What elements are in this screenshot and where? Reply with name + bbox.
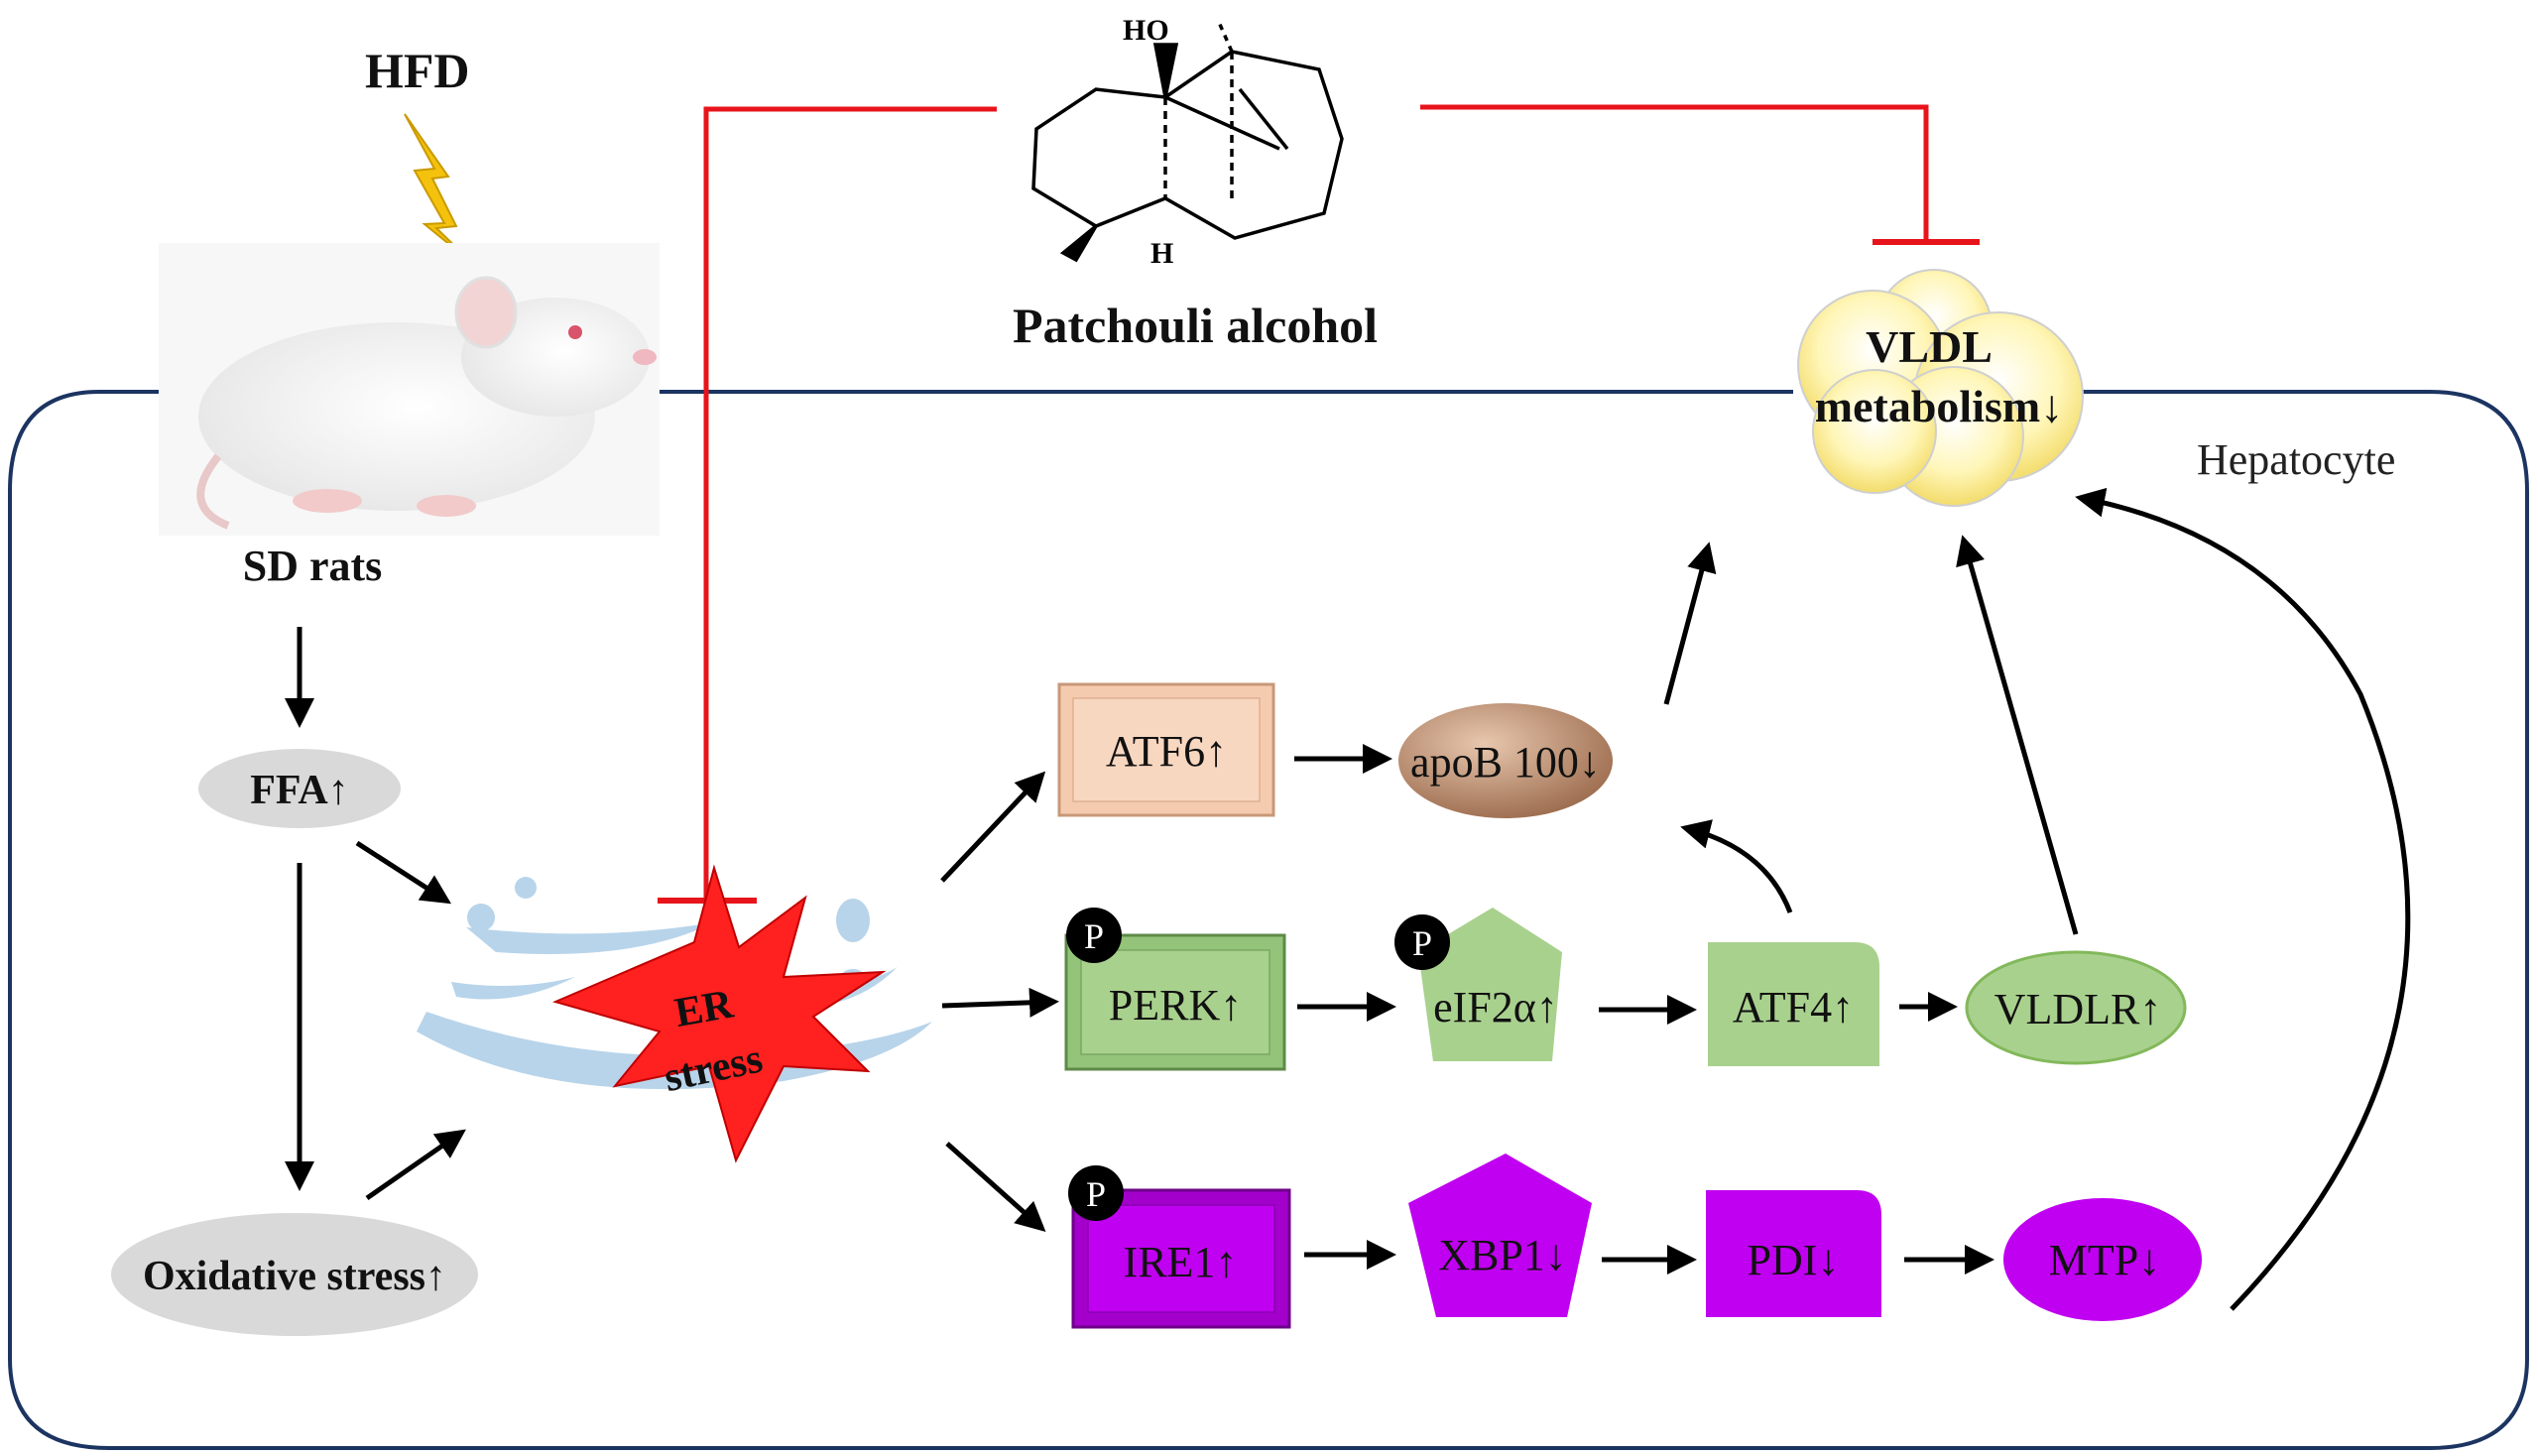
arrow-apob-to-vldl [1663, 542, 1717, 705]
oxidative-stress-node [111, 1213, 478, 1336]
pdi-label: PDI↓ [1748, 1236, 1840, 1284]
arrow-atf4-to-apob [1680, 819, 1793, 913]
mtp-node [2003, 1198, 2202, 1321]
ffa-label: FFA↑ [250, 768, 349, 813]
arrow-er-to-perk [941, 987, 1059, 1018]
pathway-arrows [285, 487, 2411, 1311]
er-stress-label-line1: ER [671, 981, 737, 1036]
hepatocyte-membrane [8, 390, 2529, 1450]
compound-ho-label: HO [1123, 14, 1169, 47]
inhibit-line-er [703, 106, 997, 901]
apob-label: apoB 100↓ [1410, 738, 1601, 787]
xbp1-label: XBP1↓ [1438, 1231, 1567, 1279]
arrow-er-to-atf6 [940, 771, 1046, 883]
compound-h-label: H [1150, 237, 1173, 270]
ire1-phospho-badge [1068, 1165, 1124, 1221]
ffa-node [198, 749, 401, 828]
pdi-node [1706, 1190, 1881, 1317]
er-stress-star [552, 864, 887, 1163]
mtp-label: MTP↓ [2049, 1236, 2160, 1284]
xbp1-node [1408, 1153, 1592, 1317]
apob-node [1398, 703, 1613, 818]
arrow-vldlr-to-vldl [1956, 535, 2079, 935]
vldlr-label: VLDLR↑ [1994, 985, 2162, 1033]
atf4-label: ATF4↑ [1733, 983, 1854, 1031]
arrow-er-to-ire1 [945, 1142, 1046, 1233]
eif2a-node [1418, 908, 1562, 1061]
vldlr-node [1965, 950, 2187, 1065]
eif2a-label: eIF2α↑ [1433, 983, 1558, 1031]
compound-name: Patchouli alcohol [1013, 298, 1378, 353]
eif2a-phospho-badge [1394, 914, 1450, 970]
inhibit-line-vldl [1420, 104, 1929, 240]
perk-label: PERK↑ [1109, 981, 1242, 1030]
arrow-ffa-to-er [355, 840, 452, 905]
atf4-node [1708, 942, 1879, 1066]
vldl-label-line2: metabolism↓ [1815, 381, 2063, 431]
arrow-oxidative-to-er [365, 1129, 466, 1201]
rat-image [159, 243, 660, 536]
vldl-label-line1: VLDL [1866, 321, 1993, 372]
perk-phospho-label: P [1084, 916, 1104, 956]
perk-phospho-badge [1066, 908, 1122, 963]
sd-rats-label: SD rats [243, 542, 383, 590]
hfd-label: HFD [365, 43, 470, 98]
hepatocyte-label: Hepatocyte [2197, 435, 2395, 484]
lightning-icon [404, 113, 473, 264]
eif2a-phospho-label: P [1412, 923, 1432, 963]
oxidative-stress-label: Oxidative stress↑ [143, 1254, 446, 1299]
vldl-cluster [1797, 269, 2084, 507]
ire1-phospho-label: P [1086, 1174, 1106, 1214]
ire1-label: IRE1↑ [1124, 1238, 1238, 1286]
atf6-label: ATF6↑ [1106, 727, 1227, 776]
patchouli-alcohol-structure [1031, 19, 1344, 263]
arrow-mtp-to-vldl [2075, 487, 2411, 1311]
